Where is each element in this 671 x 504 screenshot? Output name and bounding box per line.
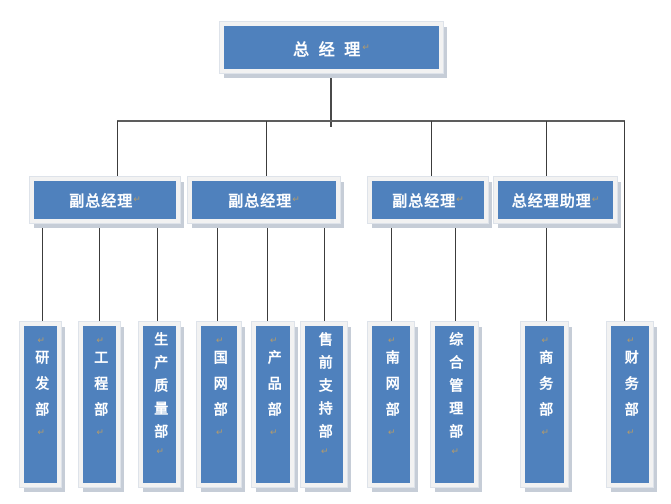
connector-to-presales bbox=[324, 224, 325, 322]
dept-label: ↵国网部↵ bbox=[211, 336, 228, 442]
connector-root-to-bus bbox=[330, 73, 332, 127]
paragraph-mark-icon: ↵ bbox=[625, 336, 636, 350]
connector-bus bbox=[117, 120, 625, 122]
gm-assistant-label: 总经理助理 bbox=[511, 191, 592, 210]
paragraph-mark-icon: ↵ bbox=[591, 195, 600, 205]
general-manager-label: 总 经 理 bbox=[293, 39, 363, 59]
dept-label: ↵南网部↵ bbox=[383, 336, 400, 442]
paragraph-mark-icon: ↵ bbox=[625, 428, 636, 442]
connector-bus-to-finance bbox=[624, 121, 625, 322]
paragraph-mark-icon: ↵ bbox=[95, 336, 106, 350]
paragraph-mark-icon: ↵ bbox=[450, 447, 461, 461]
paragraph-mark-icon: ↵ bbox=[540, 428, 551, 442]
dept-box-business[interactable]: ↵商务部↵ bbox=[521, 322, 568, 487]
paragraph-mark-icon: ↵ bbox=[214, 428, 225, 442]
dept-box-general-admin[interactable]: 综合管理部↵ bbox=[431, 322, 478, 487]
dept-box-southern-grid[interactable]: ↵南网部↵ bbox=[368, 322, 414, 487]
connector-to-engineering bbox=[99, 224, 100, 322]
paragraph-mark-icon: ↵ bbox=[36, 336, 47, 350]
dept-box-rd[interactable]: ↵研发部↵ bbox=[20, 322, 61, 487]
connector-bus-to-assistant bbox=[546, 121, 547, 177]
dept-label: ↵工程部↵ bbox=[92, 336, 109, 442]
deputy-gm-box-2[interactable]: 副总经理↵ bbox=[188, 177, 340, 223]
connector-to-general-admin bbox=[455, 224, 456, 322]
dept-box-state-grid[interactable]: ↵国网部↵ bbox=[197, 322, 241, 487]
paragraph-mark-icon: ↵ bbox=[268, 428, 279, 442]
paragraph-mark-icon: ↵ bbox=[319, 447, 330, 461]
dept-box-production-quality[interactable]: 生产质量部↵ bbox=[139, 322, 180, 487]
dept-label: ↵研发部↵ bbox=[33, 336, 50, 442]
paragraph-mark-icon: ↵ bbox=[540, 336, 551, 350]
connector-bus-to-deputy-2 bbox=[266, 121, 267, 177]
paragraph-mark-icon: ↵ bbox=[133, 195, 141, 205]
paragraph-mark-icon: ↵ bbox=[155, 447, 166, 461]
gm-assistant-box[interactable]: 总经理助理↵ bbox=[494, 177, 617, 223]
paragraph-mark-icon: ↵ bbox=[95, 428, 106, 442]
deputy-gm-label: 副总经理 bbox=[228, 191, 293, 210]
paragraph-mark-icon: ↵ bbox=[386, 428, 397, 442]
connector-to-rd bbox=[42, 224, 43, 322]
dept-label: 售前支持部↵ bbox=[316, 332, 333, 461]
paragraph-mark-icon: ↵ bbox=[456, 195, 464, 205]
paragraph-mark-icon: ↵ bbox=[36, 428, 47, 442]
paragraph-mark-icon: ↵ bbox=[362, 42, 370, 53]
dept-label: ↵财务部↵ bbox=[622, 336, 639, 442]
dept-label: 生产质量部↵ bbox=[152, 332, 169, 461]
connector-to-production-quality bbox=[157, 224, 158, 322]
dept-box-presales-support[interactable]: 售前支持部↵ bbox=[301, 322, 347, 487]
connector-to-southern-grid bbox=[391, 224, 392, 322]
paragraph-mark-icon: ↵ bbox=[386, 336, 397, 350]
deputy-gm-box-1[interactable]: 副总经理↵ bbox=[30, 177, 180, 223]
connector-bus-to-deputy-3 bbox=[431, 121, 432, 177]
connector-to-product bbox=[267, 224, 268, 322]
general-manager-box[interactable]: 总 经 理↵ bbox=[220, 22, 443, 73]
dept-label: 综合管理部↵ bbox=[447, 332, 464, 461]
deputy-gm-box-3[interactable]: 副总经理↵ bbox=[368, 177, 488, 223]
dept-box-product[interactable]: ↵产品部↵ bbox=[252, 322, 294, 487]
deputy-gm-label: 副总经理 bbox=[392, 191, 457, 210]
connector-to-state-grid bbox=[217, 224, 218, 322]
dept-box-finance[interactable]: ↵财务部↵ bbox=[607, 322, 653, 487]
dept-label: ↵产品部↵ bbox=[265, 336, 282, 442]
dept-box-engineering[interactable]: ↵工程部↵ bbox=[79, 322, 120, 487]
paragraph-mark-icon: ↵ bbox=[292, 195, 300, 205]
connector-to-business bbox=[546, 224, 547, 322]
paragraph-mark-icon: ↵ bbox=[268, 336, 279, 350]
dept-label: ↵商务部↵ bbox=[537, 336, 554, 442]
paragraph-mark-icon: ↵ bbox=[214, 336, 225, 350]
deputy-gm-label: 副总经理 bbox=[69, 191, 134, 210]
connector-bus-to-deputy-1 bbox=[117, 121, 118, 177]
